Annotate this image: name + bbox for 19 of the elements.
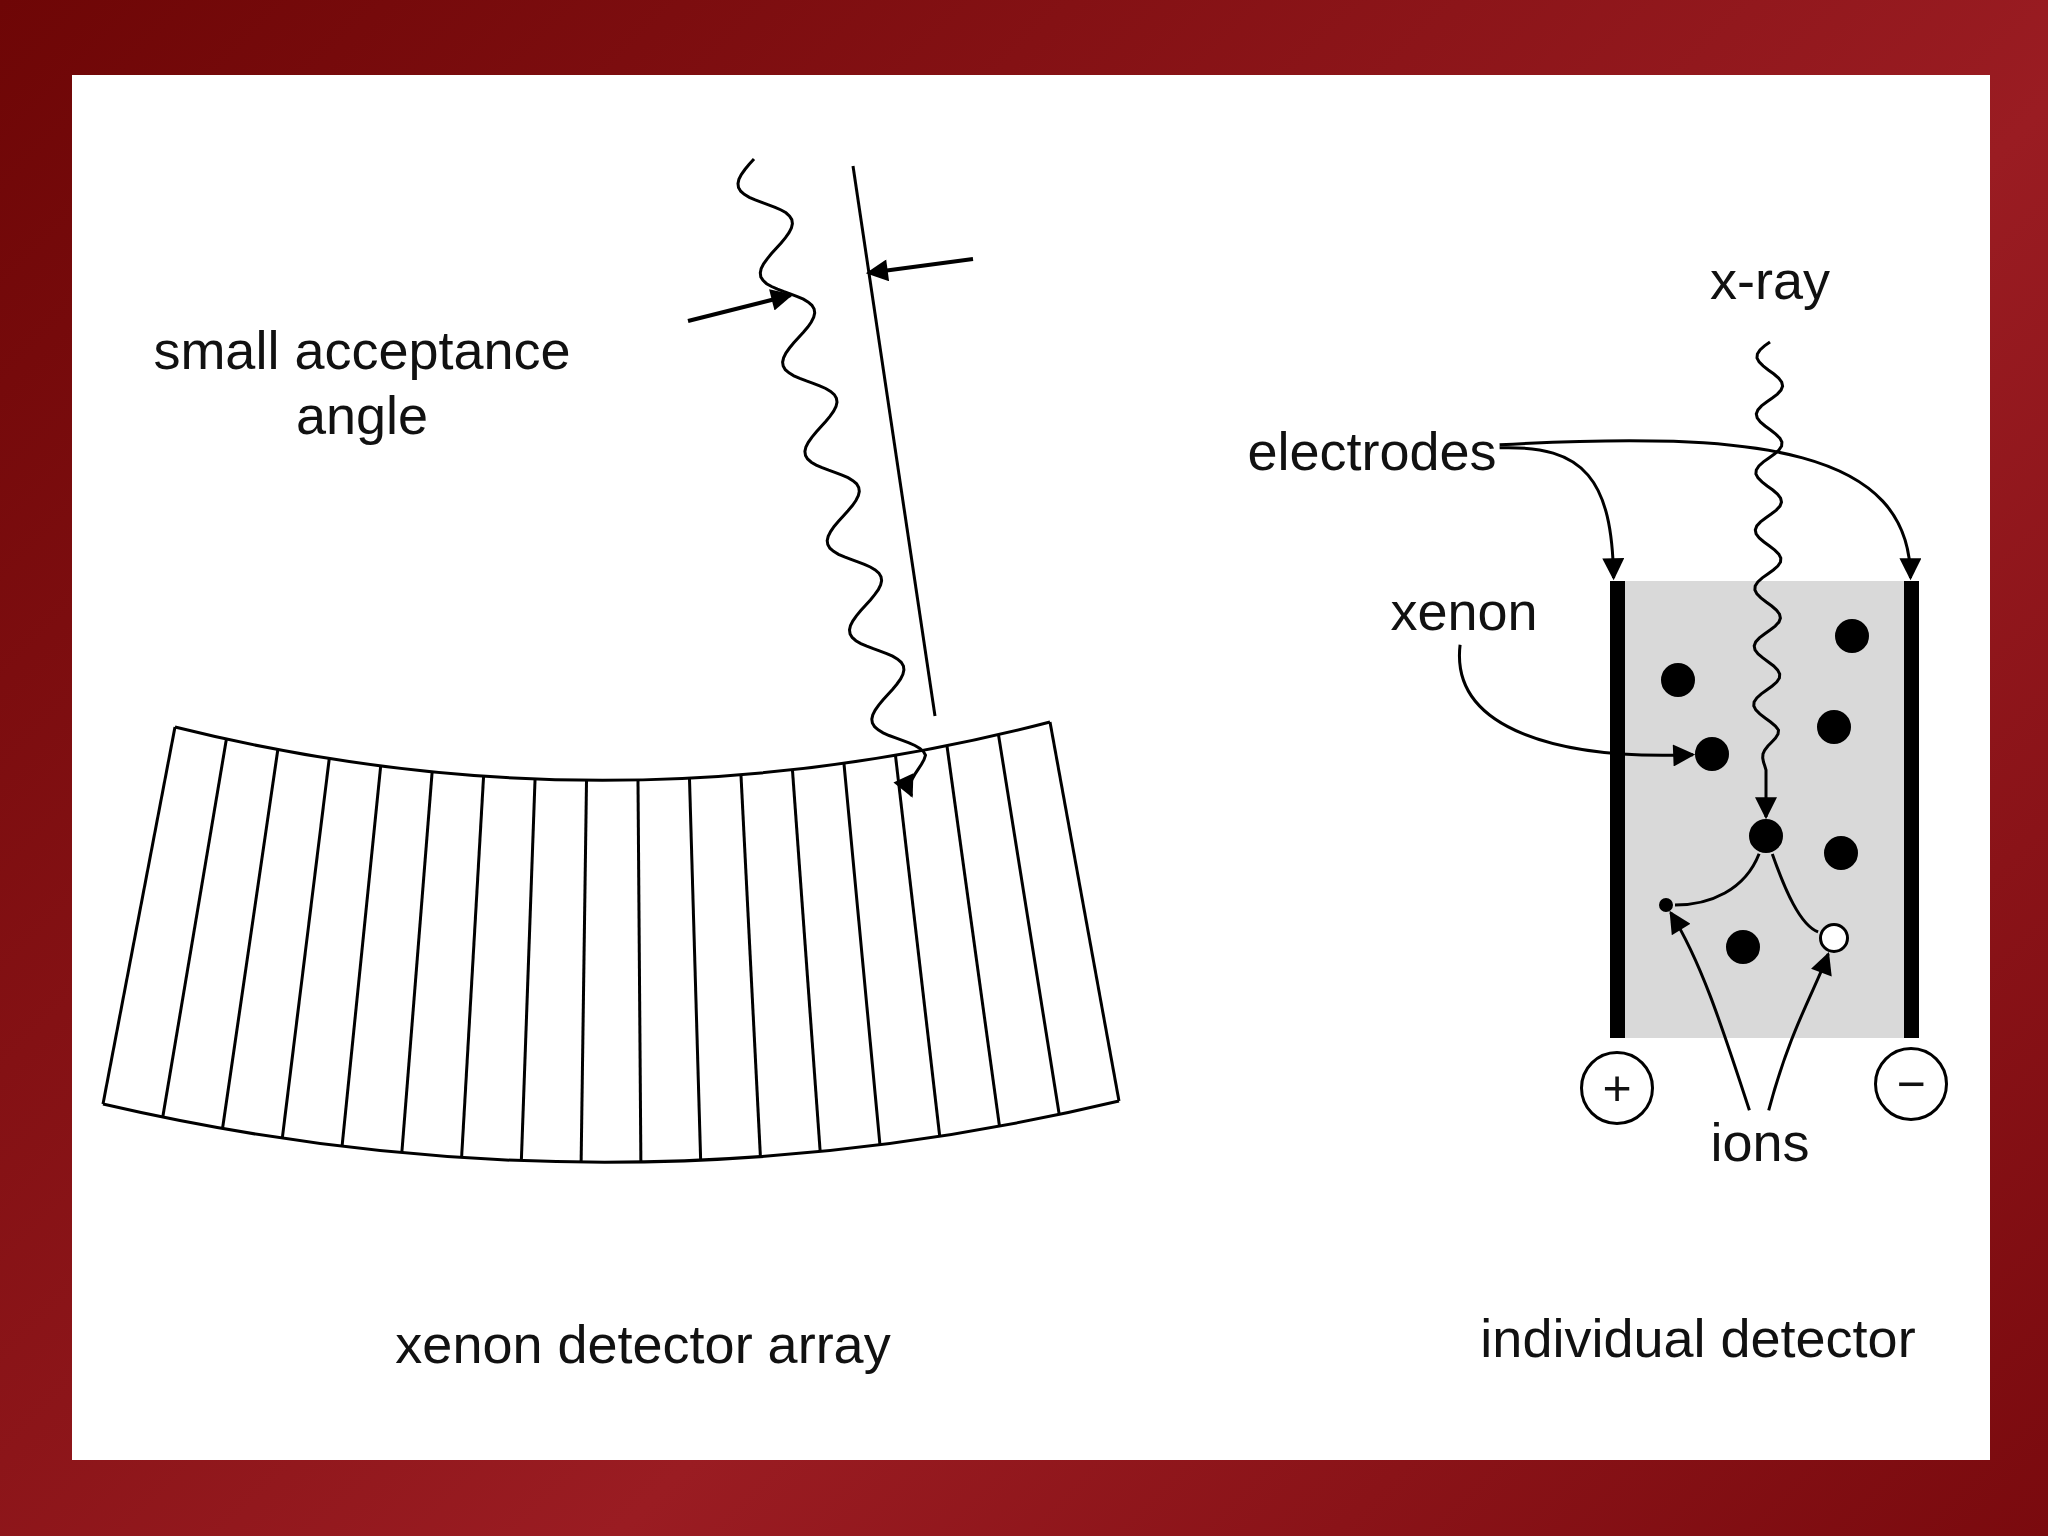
xenon-label: xenon [1390,582,1538,642]
x-ray-label: x-ray [1709,249,1831,312]
caption-text: xenon detector array [394,1313,892,1376]
ion-path-line [1674,853,1761,907]
leader-arrow [1669,910,1751,1111]
leader-arrow [1499,446,1624,581]
leader-arrow [1499,439,1920,581]
positive-terminal: + [1580,1051,1654,1125]
electrode-plate [1904,581,1919,1038]
caption-text: small acceptance angle [152,319,572,447]
x-ray-wave-arrow [1752,340,1785,820]
ions-label: ions [1710,1113,1810,1173]
leader-arrow [1458,644,1696,767]
ion-path-line [1770,853,1819,934]
leader-arrow [1767,951,1832,1111]
caption-text: individual detector [1479,1307,1917,1370]
negative-terminal: − [1874,1047,1948,1121]
electrodes-label: electrodes [1247,422,1497,482]
electrode-plate [1610,581,1625,1038]
